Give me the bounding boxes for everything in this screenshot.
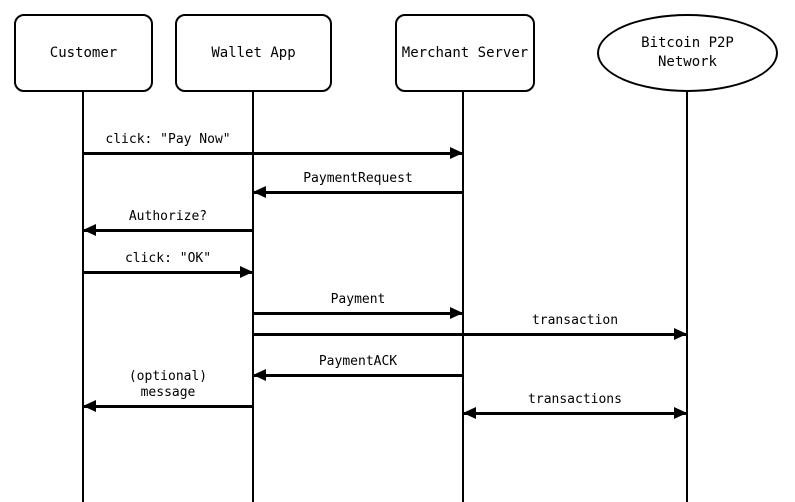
message-line-8: [463, 412, 687, 415]
message-label-4: Payment: [330, 292, 386, 307]
message-label-6: PaymentACK: [318, 354, 398, 369]
lifeline-customer: [82, 92, 84, 502]
lifeline-merchant: [462, 92, 464, 502]
actor-wallet: Wallet App: [175, 14, 332, 92]
message-label-7: (optional) message: [128, 369, 208, 400]
message-label-2: Authorize?: [128, 209, 208, 224]
message-3-arrowhead-right: [240, 266, 253, 278]
lifeline-wallet: [252, 92, 254, 502]
message-label-5: transaction: [531, 313, 619, 328]
message-line-4: [253, 312, 463, 315]
actor-network: Bitcoin P2P Network: [597, 14, 778, 92]
actor-customer: Customer: [14, 14, 153, 92]
message-label-3: click: "OK": [124, 251, 212, 266]
message-8-arrowhead-right: [674, 407, 687, 419]
message-5-arrowhead-right: [674, 328, 687, 340]
message-4-arrowhead-right: [450, 307, 463, 319]
message-line-7: [83, 405, 253, 408]
message-8-arrowhead-left: [463, 407, 476, 419]
lifeline-network: [686, 92, 688, 502]
message-0-arrowhead-right: [450, 147, 463, 159]
message-line-5: [253, 333, 687, 336]
actor-merchant: Merchant Server: [395, 14, 535, 92]
message-line-6: [253, 374, 463, 377]
message-2-arrowhead-left: [83, 224, 96, 236]
message-6-arrowhead-left: [253, 369, 266, 381]
actor-label-wallet: Wallet App: [211, 44, 296, 61]
message-7-arrowhead-left: [83, 400, 96, 412]
message-label-8: transactions: [528, 392, 622, 407]
message-1-arrowhead-left: [253, 186, 266, 198]
message-label-0: click: "Pay Now": [105, 132, 231, 147]
message-line-2: [83, 229, 253, 232]
message-line-0: [83, 152, 463, 155]
actor-label-merchant: Merchant Server: [401, 44, 529, 61]
actor-label-customer: Customer: [49, 44, 118, 61]
message-label-1: PaymentRequest: [303, 171, 413, 186]
message-line-3: [83, 271, 253, 274]
message-line-1: [253, 191, 463, 194]
actor-label-network: Bitcoin P2P Network: [641, 35, 734, 70]
